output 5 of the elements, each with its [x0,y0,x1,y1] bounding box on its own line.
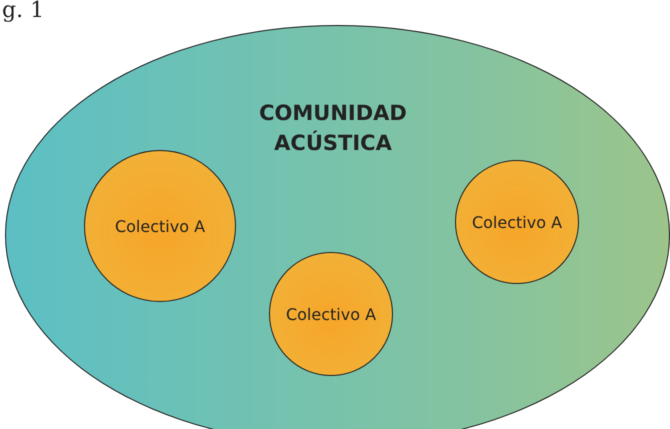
circle-label: Colectivo A [286,304,376,324]
figure-number: g. 1 [2,0,44,23]
group-title: COMUNIDAD ACÚSTICA [258,100,408,157]
circle-label: Colectivo A [114,216,206,236]
circle-label: Colectivo A [472,212,562,232]
